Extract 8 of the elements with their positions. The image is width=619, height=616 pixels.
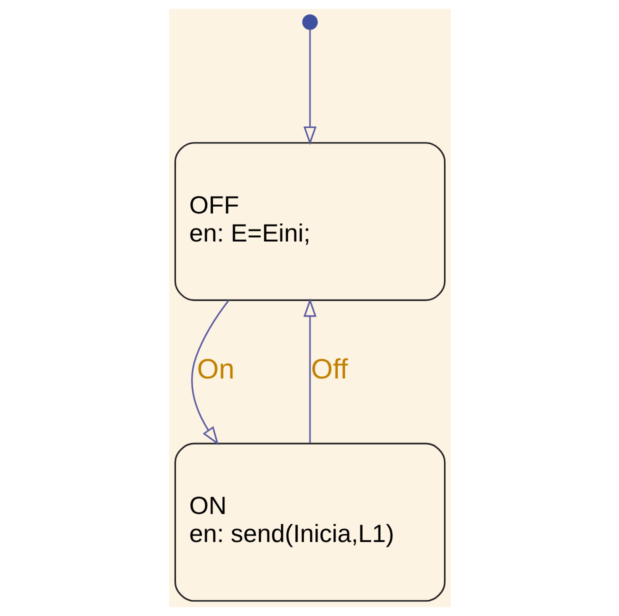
edge-label: Off	[310, 354, 348, 385]
node-circle	[302, 14, 318, 30]
node-box: ON en: send(Inicia,L1)	[174, 442, 446, 602]
edge-label: On	[196, 354, 234, 385]
arrow	[302, 298, 316, 444]
arrow	[302, 29, 316, 146]
node-box: OFF en: E=Eini;	[174, 142, 446, 301]
arrow	[190, 300, 229, 446]
